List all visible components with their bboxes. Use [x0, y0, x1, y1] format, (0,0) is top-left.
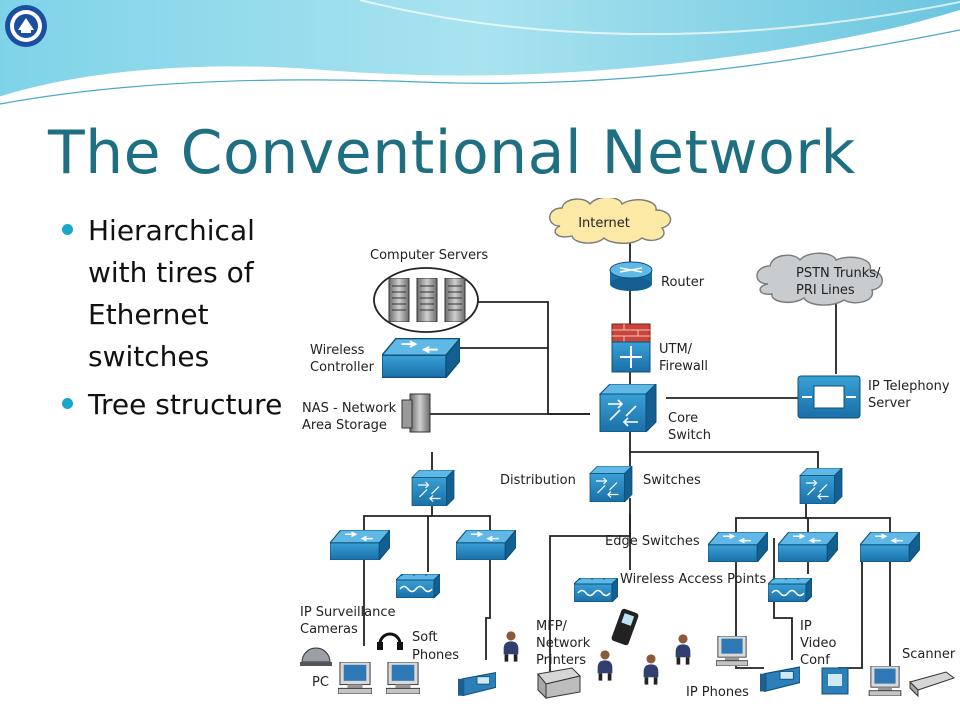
- ip-video-label-line2: Video: [800, 636, 836, 651]
- mobile-phone-icon: [611, 608, 639, 646]
- pstn-label-line1: PSTN Trunks/: [796, 266, 881, 281]
- distribution-switch-icon: [411, 470, 455, 506]
- user-icon: [675, 634, 691, 665]
- internet-cloud-icon: [549, 198, 672, 244]
- computer-servers-icon: [373, 267, 479, 333]
- ip-telephony-label-line2: Server: [868, 396, 911, 411]
- header-waves: [0, 0, 960, 105]
- internet-label: Internet: [578, 216, 630, 231]
- core-switch-icon: [598, 384, 658, 432]
- nas-storage-icon: [401, 393, 431, 433]
- distribution-switch-icon: [799, 468, 843, 504]
- pc-icon: [868, 666, 902, 696]
- utm-label-line2: Firewall: [659, 359, 708, 374]
- pstn-label-line2: PRI Lines: [796, 283, 855, 298]
- ip-surveillance-label-line1: IP Surveillance: [300, 605, 396, 620]
- ip-video-label-line1: IP: [800, 619, 812, 634]
- user-icon: [597, 650, 613, 681]
- edge-switch-icon: [708, 532, 768, 562]
- slide-title: The Conventional Network: [48, 118, 856, 188]
- bullet-list: Hierarchical with tires of Ethernet swit…: [58, 210, 298, 432]
- user-icon: [503, 631, 519, 662]
- nas-label-line1: NAS - Network: [302, 401, 397, 416]
- switches-label: Switches: [643, 473, 701, 488]
- edge-switches-label: Edge Switches: [605, 534, 700, 549]
- mfp-label-line3: Printers: [536, 653, 586, 668]
- connection-lines: [363, 236, 891, 674]
- user-icon: [643, 654, 659, 685]
- pc-icon: [716, 636, 748, 666]
- wireless-access-point-icon: [396, 574, 440, 598]
- network-diagram: Internet PSTN Trunks/ PRI Lines Router U…: [300, 198, 956, 700]
- ip-telephony-server-icon: [797, 375, 861, 419]
- core-label-line2: Switch: [668, 428, 711, 443]
- printer-icon: [537, 667, 581, 700]
- edge-switch-icon: [330, 530, 390, 560]
- mfp-label-line1: MFP/: [536, 619, 568, 634]
- ip-phone-icon: [458, 671, 496, 696]
- bullet-text: Tree structure: [88, 388, 283, 421]
- distribution-label: Distribution: [500, 473, 576, 488]
- laptop-icon: [386, 662, 420, 694]
- bullet-item: Tree structure: [58, 384, 298, 426]
- wireless-controller-icon: [382, 338, 460, 378]
- scanner-label: Scanner: [902, 647, 956, 662]
- router-icon: [609, 261, 653, 291]
- soft-phones-label-line1: Soft: [412, 630, 438, 645]
- pstn-cloud-icon: [756, 252, 883, 306]
- scanner-icon: [909, 671, 956, 698]
- ip-telephony-label-line1: IP Telephony: [868, 379, 950, 394]
- pc-icon: [338, 662, 372, 694]
- router-label: Router: [661, 275, 705, 290]
- edge-switch-icon: [778, 532, 838, 562]
- ip-phones-label: IP Phones: [686, 685, 749, 700]
- bullet-dot: [62, 224, 73, 235]
- university-seal-logo: [5, 5, 47, 47]
- bullet-item: Hierarchical with tires of Ethernet swit…: [58, 210, 298, 378]
- computer-servers-label: Computer Servers: [370, 248, 488, 263]
- edge-switch-icon: [860, 532, 920, 562]
- bullet-text: Hierarchical with tires of Ethernet swit…: [88, 214, 255, 373]
- wireless-access-point-icon: [768, 578, 812, 602]
- mfp-label-line2: Network: [536, 636, 591, 651]
- wireless-access-points-label: Wireless Access Points: [620, 572, 766, 587]
- video-conference-icon: [821, 667, 849, 695]
- core-label-line1: Core: [668, 411, 698, 426]
- ip-phone-icon: [760, 666, 800, 692]
- wireless-access-point-icon: [574, 578, 618, 602]
- ip-video-label-line3: Conf: [800, 653, 830, 668]
- wireless-controller-label-line2: Controller: [310, 360, 375, 375]
- utm-label-line1: UTM/: [659, 342, 693, 357]
- nas-label-line2: Area Storage: [302, 418, 387, 433]
- ip-surveillance-label-line2: Cameras: [300, 622, 358, 637]
- pc-label: PC: [312, 675, 329, 690]
- wireless-controller-label-line1: Wireless: [310, 343, 365, 358]
- distribution-switch-icon: [589, 466, 633, 502]
- surveillance-camera-icon: [300, 647, 332, 666]
- headset-icon: [377, 632, 403, 650]
- firewall-icon: [611, 323, 651, 373]
- soft-phones-label-line2: Phones: [412, 648, 459, 663]
- bullet-dot: [62, 398, 73, 409]
- edge-switch-icon: [456, 530, 516, 560]
